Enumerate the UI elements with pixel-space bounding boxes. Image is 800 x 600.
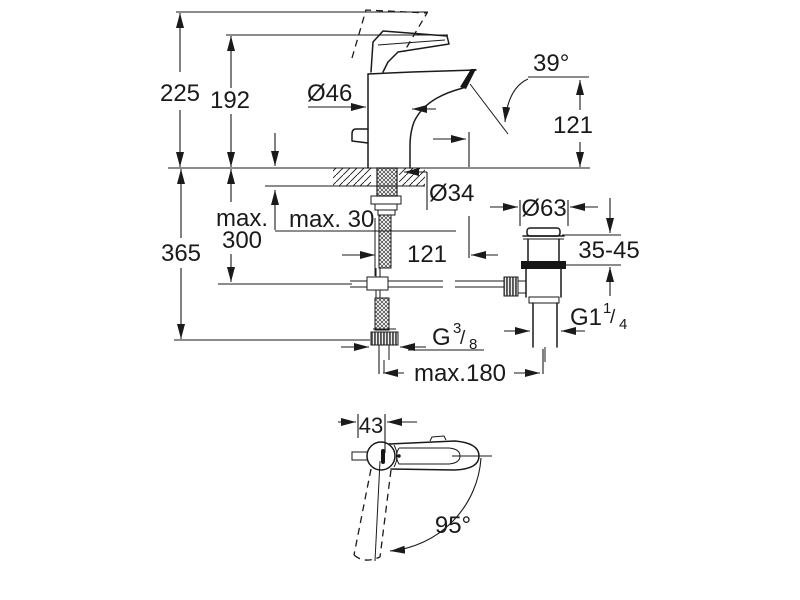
dim-hose-clearance: 300 365 — [161, 169, 370, 341]
plan-handle-rotated-left-edge — [353, 468, 372, 556]
dim-mounting-depth: 35-45 — [562, 198, 640, 296]
dim-aerator-height: 121 — [553, 80, 593, 167]
label-supply-thread-slash: / — [460, 328, 466, 349]
label-spout-reach: 121 — [407, 241, 447, 268]
label-mounting-depth: 35-45 — [578, 237, 639, 264]
dim-aerator-angle: 39° — [502, 50, 589, 123]
dim-spout-top-height: 192 — [210, 34, 448, 167]
water-stream-line — [469, 83, 509, 135]
dim-shank-diameter: Ø34 — [404, 168, 474, 210]
dim-max-hose-length: max. 300 — [216, 169, 352, 285]
dim-center-distance: max.180 — [378, 349, 544, 387]
label-aerator-angle: 39° — [533, 50, 569, 77]
dim-drain-connection: G1 1 / 4 — [504, 300, 627, 335]
label-waste-flange-diameter: Ø63 — [521, 195, 566, 222]
dim-deck-thickness: max. 30 — [271, 133, 456, 233]
plan-handle-rotated-right-edge — [379, 469, 392, 558]
label-center-distance: max.180 — [414, 360, 506, 387]
dim-base-diameter: Ø46 — [307, 80, 436, 113]
dim-supply-connection: G 3 / 8 — [341, 320, 484, 353]
mounting-shank — [370, 167, 402, 216]
label-handle-width: 43 — [359, 413, 383, 438]
top-view: 43 95° — [338, 413, 492, 562]
plan-center-mark — [381, 449, 385, 464]
pop-up-waste — [503, 227, 566, 362]
supply-hose — [374, 214, 392, 331]
waste-seal-ring — [521, 261, 566, 269]
label-drain-thread-num: 1 — [603, 300, 611, 317]
label-max-hose-2: 300 — [222, 227, 262, 254]
label-spout-top-height: 192 — [210, 87, 250, 114]
faucet-body — [351, 69, 509, 169]
plan-handle — [353, 435, 492, 562]
dim-total-height: 225 — [160, 11, 428, 167]
label-shank-diameter: Ø34 — [429, 180, 474, 207]
label-deck-thickness: max. 30 — [289, 206, 374, 233]
pop-up-rod-linkage — [350, 268, 505, 298]
label-drain-thread-den: 4 — [619, 316, 627, 333]
label-365: 365 — [161, 240, 201, 267]
dim-swivel-angle: 95° — [389, 457, 482, 554]
handle-raised-outline — [351, 9, 429, 59]
plan-faucet-base — [351, 441, 401, 471]
label-supply-thread-num: 3 — [453, 320, 461, 337]
label-drain-thread-slash: / — [610, 307, 616, 328]
label-supply-thread-base: G — [432, 324, 451, 351]
label-max-hose-1: max. — [216, 205, 268, 232]
label-base-diameter: Ø46 — [307, 80, 352, 107]
side-view: 225 192 300 365 max. 300 max. 30 — [160, 9, 640, 387]
plan-handle-rotated-end — [353, 554, 381, 561]
faucet-handle — [351, 9, 450, 73]
label-supply-thread-den: 8 — [469, 336, 477, 353]
label-swivel-angle: 95° — [435, 512, 471, 539]
plan-pull-rod — [351, 451, 368, 461]
label-aerator-height: 121 — [553, 112, 593, 139]
label-drain-thread-base: G1 — [570, 304, 602, 331]
dim-handle-width: 43 — [338, 413, 417, 453]
dim-waste-flange-diameter: Ø63 — [490, 195, 598, 226]
pull-rod-knob — [351, 128, 369, 144]
waste-adjust-knob — [503, 276, 519, 297]
dim-spout-reach: 121 — [342, 132, 498, 268]
label-total-height: 225 — [160, 80, 200, 107]
aerator-tip — [460, 69, 476, 89]
supply-connector-nut — [370, 328, 399, 373]
